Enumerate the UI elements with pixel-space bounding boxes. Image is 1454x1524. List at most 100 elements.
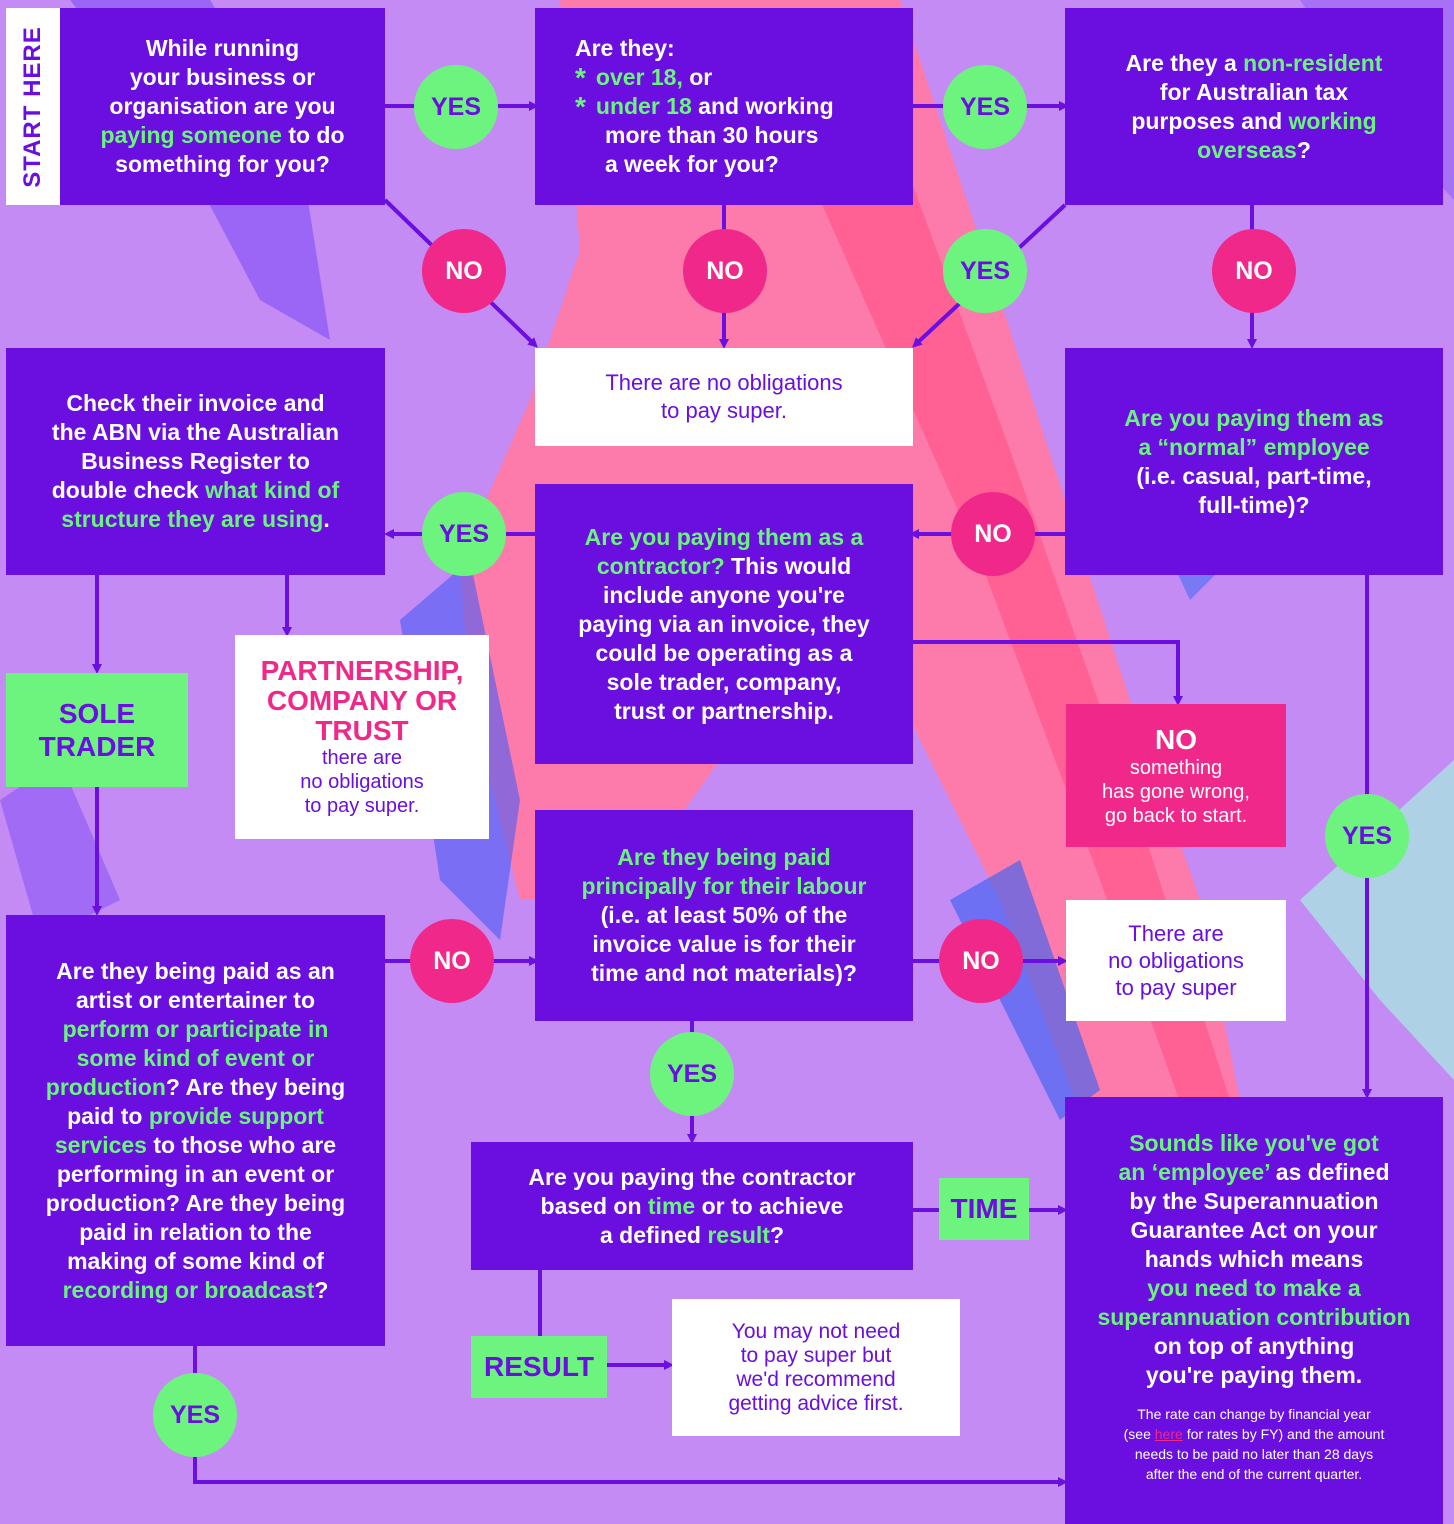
- q2-text: or: [689, 64, 713, 90]
- artist-highlight: provide support: [148, 1102, 324, 1129]
- labour-line: (i.e. at least 50% of the: [600, 902, 848, 928]
- contractor-highlight: Are you paying them as a: [584, 523, 864, 550]
- emp-line: (i.e. casual, part-time,: [1136, 462, 1372, 489]
- q1-line: paying someone to do: [100, 121, 344, 150]
- artist-line: production? Are they being: [46, 1073, 345, 1102]
- fine-line: The rate can change by financial year: [1137, 1406, 1371, 1422]
- result-employee-super: Sounds like you've got an ‘employee’ as …: [1065, 1097, 1443, 1524]
- advice-line: You may not need: [731, 1319, 901, 1343]
- asterisk-icon: *: [575, 62, 586, 93]
- question-normal-employee: Are you paying them as a “normal” employ…: [1065, 348, 1443, 575]
- partnership-title: TRUST: [315, 715, 409, 746]
- artist-highlight: production: [45, 1073, 166, 1100]
- employee-line: an ‘employee’ as defined: [1118, 1158, 1389, 1187]
- sole-trader-box: SOLE TRADER: [6, 673, 188, 787]
- q2-highlight: under 18: [595, 93, 692, 119]
- gone-wrong-line: go back to start.: [1104, 804, 1248, 827]
- contractor-text: This would: [731, 552, 852, 579]
- employee-highlight: an ‘employee’: [1118, 1159, 1270, 1185]
- abn-line: the ABN via the Australian: [51, 419, 340, 445]
- gone-wrong-line: something: [1129, 756, 1223, 779]
- q3-line: for Australian tax: [1159, 78, 1349, 105]
- q3-line: purposes and working: [1131, 107, 1376, 136]
- yes-circle-q1: YES: [414, 65, 498, 149]
- partnership-line: to pay super.: [304, 795, 420, 817]
- q2-bullet-under18: * under 18 and working: [575, 92, 834, 121]
- abn-line: structure they are using.: [61, 505, 329, 534]
- time-result-highlight: time: [647, 1192, 696, 1219]
- q2-text: and working: [698, 93, 834, 119]
- labour-highlight: Are they being paid: [617, 844, 831, 870]
- contractor-highlight: contractor?: [596, 552, 725, 579]
- artist-text: to those who are: [153, 1131, 337, 1158]
- q2-line: a week for you?: [605, 151, 779, 177]
- question-artist-entertainer: Are they being paid as an artist or ente…: [6, 915, 385, 1346]
- no-circle-normal-employee: NO: [951, 492, 1035, 576]
- result-get-advice: You may not need to pay super but we'd r…: [672, 1299, 960, 1436]
- q1-text: to do: [288, 122, 345, 148]
- result-line: There are: [1128, 921, 1224, 946]
- artist-line: services to those who are: [55, 1131, 336, 1160]
- q3-line: Are they a non-resident: [1126, 49, 1383, 78]
- q3-highlight: working: [1288, 107, 1377, 134]
- yes-circle-q3: YES: [943, 229, 1027, 313]
- no-circle-q2: NO: [683, 229, 767, 313]
- result-label-text: RESULT: [484, 1351, 594, 1382]
- question-labour: Are they being paid principally for thei…: [535, 810, 913, 1021]
- artist-highlight: recording or broadcast: [62, 1276, 315, 1303]
- abn-text: double check: [51, 477, 199, 503]
- contractor-line: paying via an invoice, they: [578, 610, 870, 637]
- emp-highlight: a “normal” employee: [1138, 433, 1370, 460]
- q2-line: more than 30 hours: [605, 122, 819, 148]
- q1-line: organisation are you: [109, 93, 336, 119]
- artist-line: Are they being paid as an: [56, 957, 335, 984]
- artist-highlight: perform or participate in: [62, 1015, 329, 1042]
- time-result-line: based on time or to achieve: [541, 1192, 844, 1221]
- labour-line: invoice value is for their: [592, 931, 856, 957]
- labour-highlight: principally for their labour: [581, 873, 867, 899]
- q2-bullet-over18: *over 18, or: [575, 63, 712, 92]
- fine-line: needs to be paid no later than 28 days: [1134, 1446, 1374, 1462]
- q1-highlight: paying someone: [100, 122, 282, 148]
- artist-text: ? Are they being: [165, 1073, 346, 1100]
- result-partnership-company-trust: PARTNERSHIP, COMPANY OR TRUST there are …: [235, 635, 489, 839]
- q3-text: ?: [1296, 136, 1311, 163]
- partnership-title: PARTNERSHIP,: [260, 655, 464, 686]
- time-result-line: Are you paying the contractor: [528, 1163, 856, 1190]
- abn-line: Business Register to: [81, 448, 310, 474]
- artist-line: paid to provide support: [67, 1102, 324, 1131]
- employee-line: Guarantee Act on your: [1130, 1217, 1378, 1243]
- asterisk-icon: *: [575, 91, 586, 122]
- partnership-line: no obligations: [300, 771, 424, 793]
- sole-trader-line: SOLE: [58, 698, 136, 729]
- question-non-resident: Are they a non-resident for Australian t…: [1065, 8, 1443, 205]
- artist-line: artist or entertainer to: [76, 986, 315, 1013]
- emp-highlight: Are you paying them as: [1124, 404, 1384, 431]
- time-result-text: a defined: [599, 1221, 701, 1248]
- question-paying-someone: While running your business or organisat…: [60, 8, 385, 205]
- rates-link[interactable]: here: [1154, 1426, 1183, 1442]
- employee-line: by the Superannuation: [1129, 1188, 1379, 1214]
- emp-line: full-time)?: [1198, 491, 1310, 518]
- advice-line: we'd recommend: [736, 1367, 896, 1391]
- no-circle-q1: NO: [422, 229, 506, 313]
- question-time-or-result: Are you paying the contractor based on t…: [471, 1142, 913, 1270]
- yes-circle-artist: YES: [153, 1373, 237, 1457]
- artist-text: ?: [314, 1276, 329, 1303]
- employee-line: hands which means: [1144, 1246, 1364, 1272]
- q3-text: Are they a: [1125, 49, 1237, 76]
- time-label-text: TIME: [950, 1193, 1018, 1224]
- yes-circle-q2: YES: [943, 65, 1027, 149]
- gone-wrong-line: has gone wrong,: [1102, 780, 1250, 803]
- result-line: to pay super.: [661, 398, 787, 423]
- employee-highlight: superannuation contribution: [1097, 1304, 1411, 1330]
- question-age-hours: Are they: *over 18, or * under 18 and wor…: [535, 8, 913, 205]
- artist-highlight: some kind of event or: [76, 1044, 315, 1071]
- time-result-line: a defined result?: [600, 1221, 784, 1250]
- action-check-abn: Check their invoice and the ABN via the …: [6, 348, 385, 575]
- artist-text: paid to: [67, 1102, 143, 1129]
- contractor-line: trust or partnership.: [614, 697, 834, 724]
- result-no-obligations-2: There are no obligations to pay super: [1066, 900, 1286, 1021]
- no-circle-q3: NO: [1212, 229, 1296, 313]
- q2-line: Are they:: [575, 35, 675, 61]
